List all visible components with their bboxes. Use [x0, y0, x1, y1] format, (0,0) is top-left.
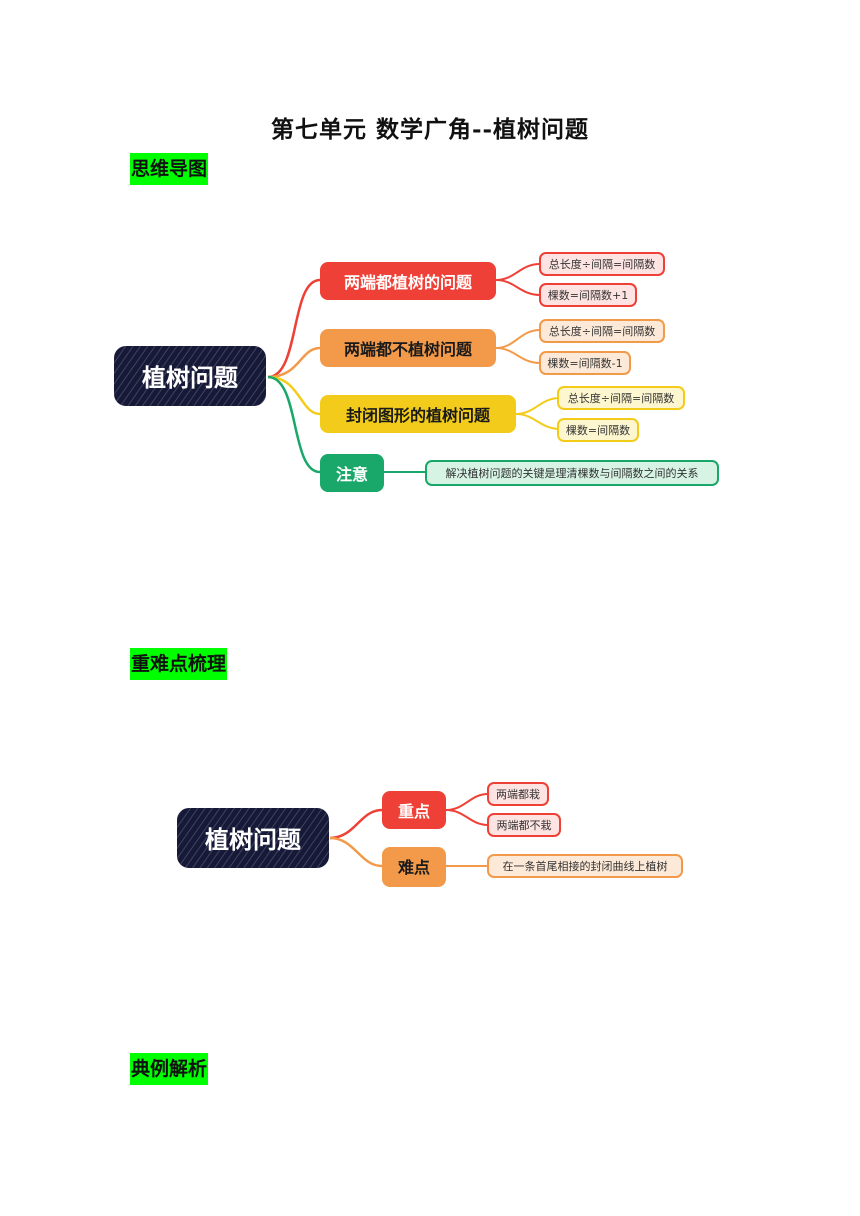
connector-leaf-2-1	[495, 329, 541, 349]
mindmap-root: 植树问题	[114, 346, 266, 406]
leaf-node: 两端都不栽	[487, 813, 561, 837]
connector-leaf	[445, 793, 489, 811]
connector-branch-2	[267, 346, 321, 379]
branch-label-neither-end: 两端都不植树问题	[344, 340, 473, 359]
section-label-keypoints: 重难点梳理	[130, 648, 228, 680]
branch-node-note: 注意	[320, 454, 384, 492]
mindmap-key-difficult-points: 植树问题 重点 两端都栽 两端都不栽 难点 在一条首尾相接的封闭曲线上植树	[177, 782, 683, 887]
leaf-node: 棵数=间隔数-1	[539, 351, 631, 375]
branch-node-closed-figure: 封闭图形的植树问题	[320, 395, 516, 433]
leaf-node: 总长度÷间隔=间隔数	[539, 319, 665, 343]
connector-difficult-point	[329, 836, 383, 868]
branch-node-difficult-point: 难点	[382, 847, 446, 887]
leaf-label: 两端都不栽	[497, 819, 552, 832]
mindmap-root-label: 植树问题	[142, 364, 238, 392]
connector-branch-1	[267, 278, 321, 379]
leaf-label: 总长度÷间隔=间隔数	[568, 391, 674, 405]
connector-branch-3	[267, 375, 321, 416]
section-label-examples: 典例解析	[130, 1053, 209, 1085]
connector-key-point	[329, 808, 383, 840]
branch-label-both-ends: 两端都植树的问题	[344, 273, 473, 292]
leaf-node: 在一条首尾相接的封闭曲线上植树	[487, 854, 683, 878]
leaf-label: 两端都栽	[496, 788, 540, 801]
leaf-label: 解决植树问题的关键是理清棵数与间隔数之间的关系	[446, 466, 699, 480]
leaf-label: 在一条首尾相接的封闭曲线上植树	[503, 859, 668, 873]
leaf-node: 总长度÷间隔=间隔数	[539, 252, 665, 276]
connector-leaf-3-2	[515, 413, 561, 430]
connector-branch-4	[267, 375, 321, 474]
branch-label-closed-figure: 封闭图形的植树问题	[346, 406, 491, 425]
leaf-label: 棵数=间隔数+1	[548, 288, 628, 302]
mindmap-root: 植树问题	[177, 808, 329, 868]
branch-label-key-point: 重点	[398, 802, 430, 821]
branch-label-difficult-point: 难点	[397, 858, 430, 877]
connector-leaf-1-1	[495, 263, 541, 281]
leaf-node: 两端都栽	[487, 782, 549, 806]
branch-node-neither-end: 两端都不植树问题	[320, 329, 496, 367]
leaf-label: 棵数=间隔数	[566, 423, 630, 437]
leaf-node: 棵数=间隔数+1	[539, 283, 637, 307]
leaf-node: 棵数=间隔数	[557, 418, 639, 442]
leaf-label: 总长度÷间隔=间隔数	[549, 257, 655, 271]
leaf-label: 总长度÷间隔=间隔数	[549, 324, 655, 338]
mindmap-root-label: 植树问题	[205, 826, 301, 854]
mindmap-tree-problem: 植树问题 两端都植树的问题 总长度÷间隔=间隔数 棵数=间隔数+1 两端都不植树…	[114, 252, 719, 492]
leaf-node: 总长度÷间隔=间隔数	[557, 386, 685, 410]
leaf-label: 棵数=间隔数-1	[547, 356, 622, 370]
branch-node-key-point: 重点	[382, 791, 446, 829]
branch-node-both-ends: 两端都植树的问题	[320, 262, 496, 300]
section-label-mindmap: 思维导图	[130, 153, 209, 185]
connector-leaf-1-2	[495, 279, 541, 296]
connector-leaf-3-1	[515, 397, 561, 415]
page-title: 第七单元 数学广角--植树问题	[270, 116, 590, 143]
leaf-node: 解决植树问题的关键是理清棵数与间隔数之间的关系	[425, 460, 719, 486]
branch-label-note: 注意	[336, 465, 368, 484]
connector-leaf	[445, 809, 489, 826]
connector-leaf-2-2	[495, 347, 541, 364]
